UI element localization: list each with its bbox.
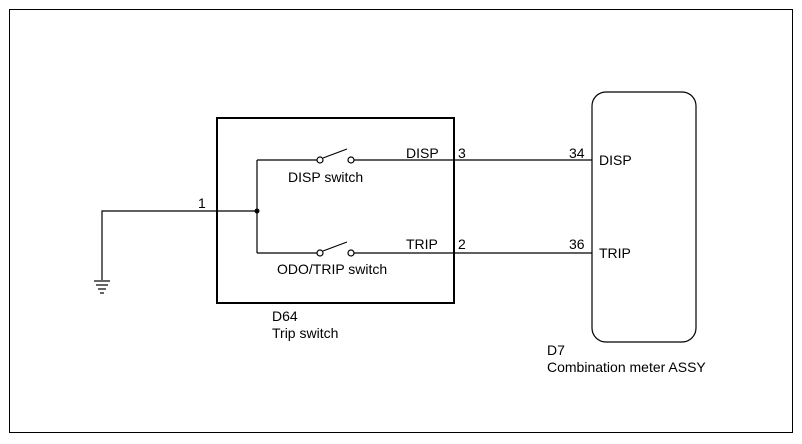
junction-dot	[254, 208, 260, 214]
disp-switch-label: DISP switch	[288, 169, 363, 185]
ground-wire	[101, 210, 257, 280]
trip-switch-name: Trip switch	[272, 325, 338, 341]
trip-switch-box	[216, 117, 455, 304]
meter-disp-terminal-label: DISP	[599, 152, 632, 168]
odo-trip-switch-icon	[257, 241, 454, 257]
meter-name: Combination meter ASSY	[547, 359, 706, 375]
diagram-frame	[9, 9, 793, 433]
trip-pin-meter: 36	[569, 236, 585, 252]
ground-circuit: 1	[94, 195, 257, 294]
ground-pin-label: 1	[198, 195, 206, 211]
trip-pin-trip-switch: 2	[458, 236, 466, 252]
meter-connector-id: D7	[547, 342, 565, 358]
odo-trip-switch-label: ODO/TRIP switch	[277, 261, 387, 277]
combination-meter-component: DISP TRIP D7 Combination meter ASSY	[547, 91, 706, 375]
trip-switch-connector-id: D64	[272, 308, 298, 324]
trip-terminal-label: TRIP	[406, 236, 438, 252]
disp-switch-icon	[257, 148, 454, 164]
trip-switch-component: DISP switch DISP ODO/TRIP switch TRIP D6…	[216, 117, 455, 341]
combination-meter-box	[591, 91, 697, 343]
ground-symbol-icon	[94, 280, 110, 294]
meter-trip-terminal-label: TRIP	[599, 245, 631, 261]
disp-pin-meter: 34	[569, 145, 585, 161]
disp-terminal-label: DISP	[406, 145, 439, 161]
disp-pin-trip-switch: 3	[458, 145, 466, 161]
